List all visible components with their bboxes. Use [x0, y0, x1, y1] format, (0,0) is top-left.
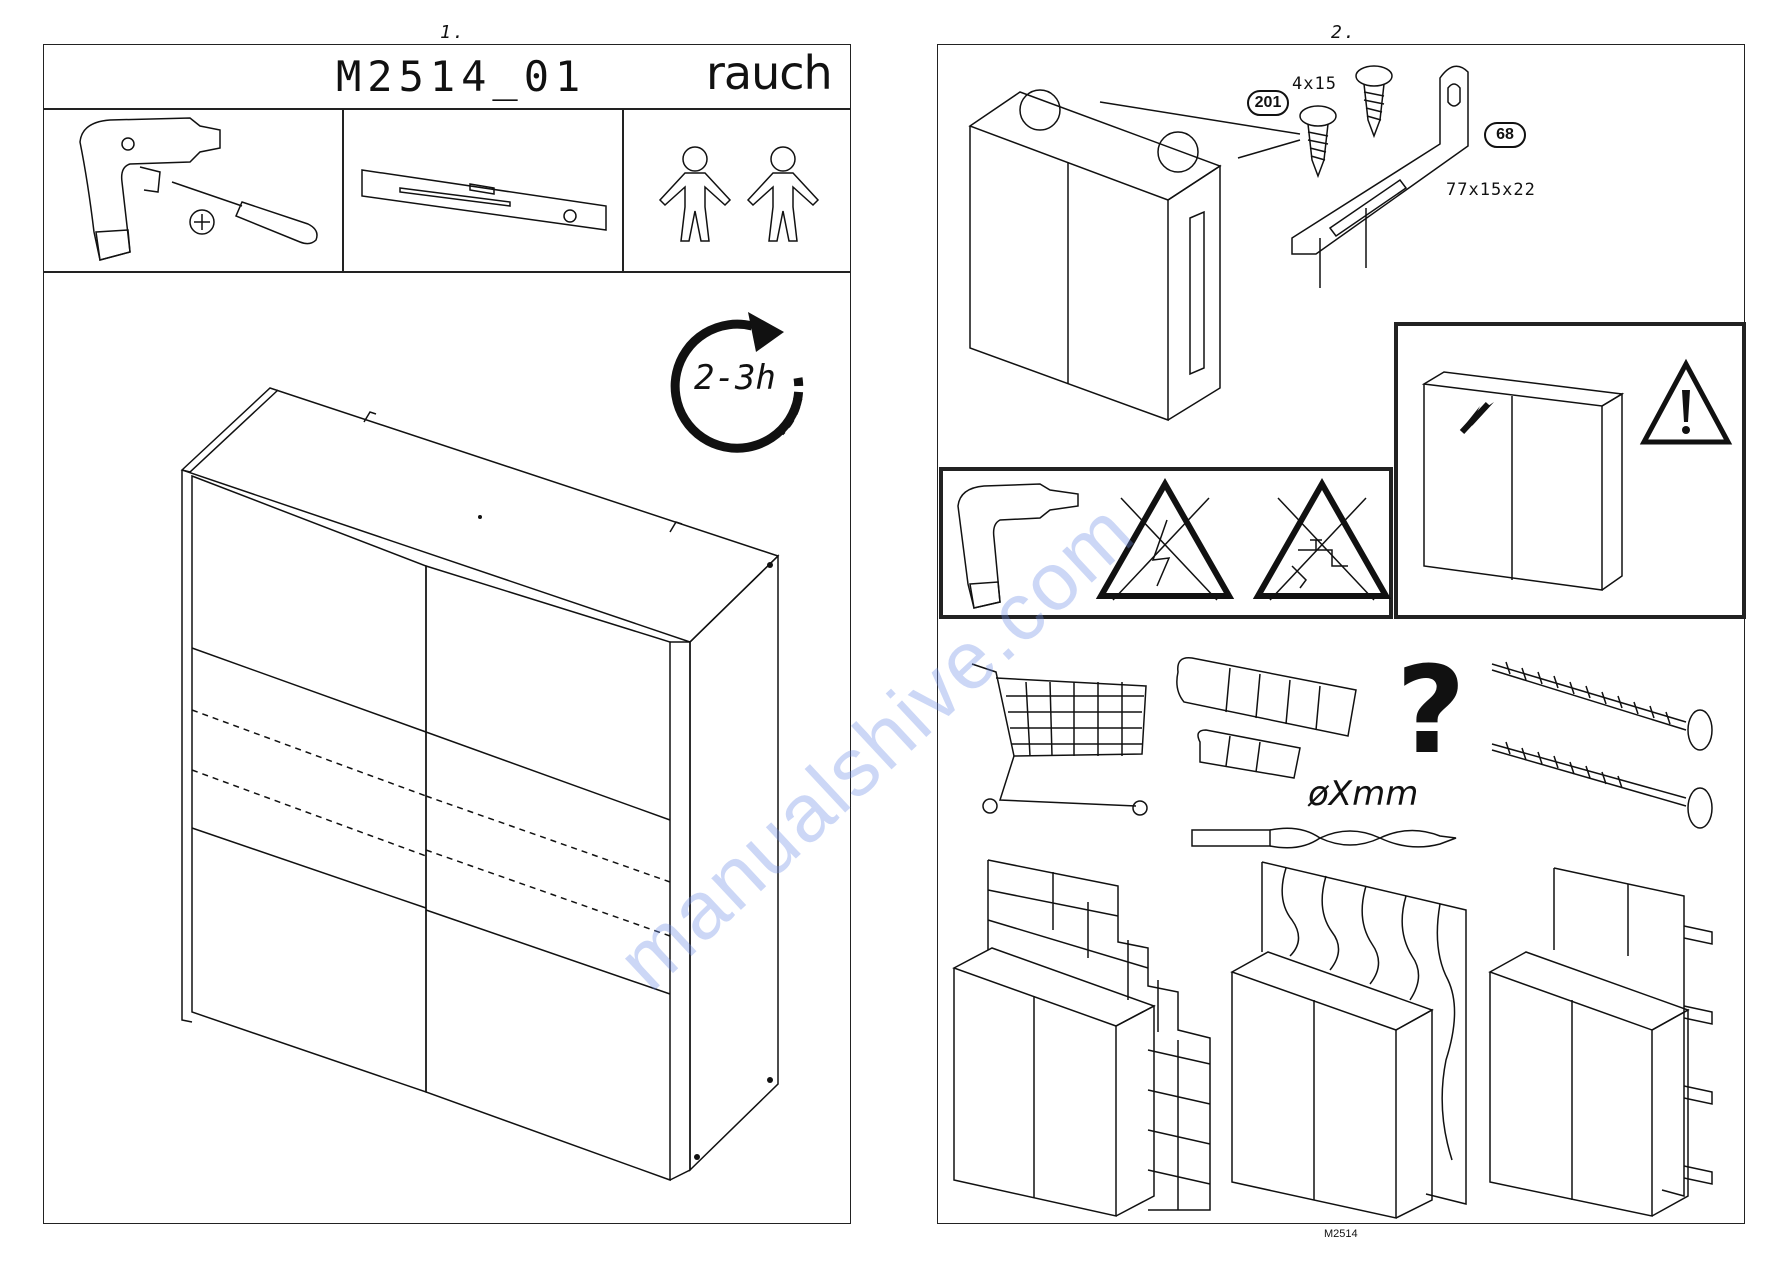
drill-warning-box	[939, 467, 1393, 619]
left-page-frame	[43, 44, 851, 1224]
tipping-wardrobe-icon	[1421, 371, 1625, 591]
drill-warning-icon	[957, 483, 1079, 609]
bracket-part-label: 68	[1484, 122, 1526, 148]
screwdriver-icon	[171, 181, 318, 245]
no-water-pipes-icon	[1252, 477, 1392, 601]
no-electric-cables-icon	[1095, 477, 1235, 601]
page-number-left: 1.	[440, 22, 466, 43]
drill-bit-icon	[1191, 827, 1457, 849]
bracket-icon	[1291, 65, 1469, 288]
two-people-icon	[658, 146, 820, 242]
header-divider	[43, 108, 851, 110]
stud-wall-drawing	[1488, 867, 1713, 1217]
tools-col-divider-1	[342, 108, 344, 272]
assembly-time: 2-3h	[694, 358, 776, 398]
wood-wall-drawing	[1230, 861, 1467, 1219]
question-mark: ?	[1396, 642, 1466, 781]
drill-size: øXmm	[1308, 774, 1419, 814]
wardrobe-bracket-drawing	[968, 89, 1222, 422]
footer-code: M2514	[1324, 1228, 1358, 1240]
drill-icon	[79, 117, 221, 261]
bracket-size: 77x15x22	[1446, 180, 1536, 200]
screw-icon-2	[1355, 65, 1393, 139]
right-page-frame	[937, 44, 1745, 1224]
spirit-level-icon	[361, 169, 607, 231]
wardrobe-drawing	[180, 387, 780, 1182]
shopping-cart-icon	[971, 663, 1148, 816]
screw-part-label: 201	[1247, 90, 1289, 116]
brand-logo: rauch	[706, 46, 833, 100]
warning-triangle-icon	[1639, 358, 1733, 445]
tipping-warning-box	[1394, 322, 1746, 619]
screw-size: 4x15	[1292, 74, 1337, 94]
page-number-right: 2.	[1331, 22, 1357, 43]
brick-wall-drawing	[952, 859, 1211, 1217]
model-code: M2514_01	[336, 52, 587, 101]
long-screws-icon	[1491, 661, 1713, 829]
wall-plug-icon	[1176, 657, 1357, 779]
clock-arrow-icon	[670, 312, 804, 453]
callout-lines	[1099, 101, 1301, 159]
screw-icon	[1299, 105, 1337, 179]
tools-divider	[43, 271, 851, 273]
tools-col-divider-2	[622, 108, 624, 272]
